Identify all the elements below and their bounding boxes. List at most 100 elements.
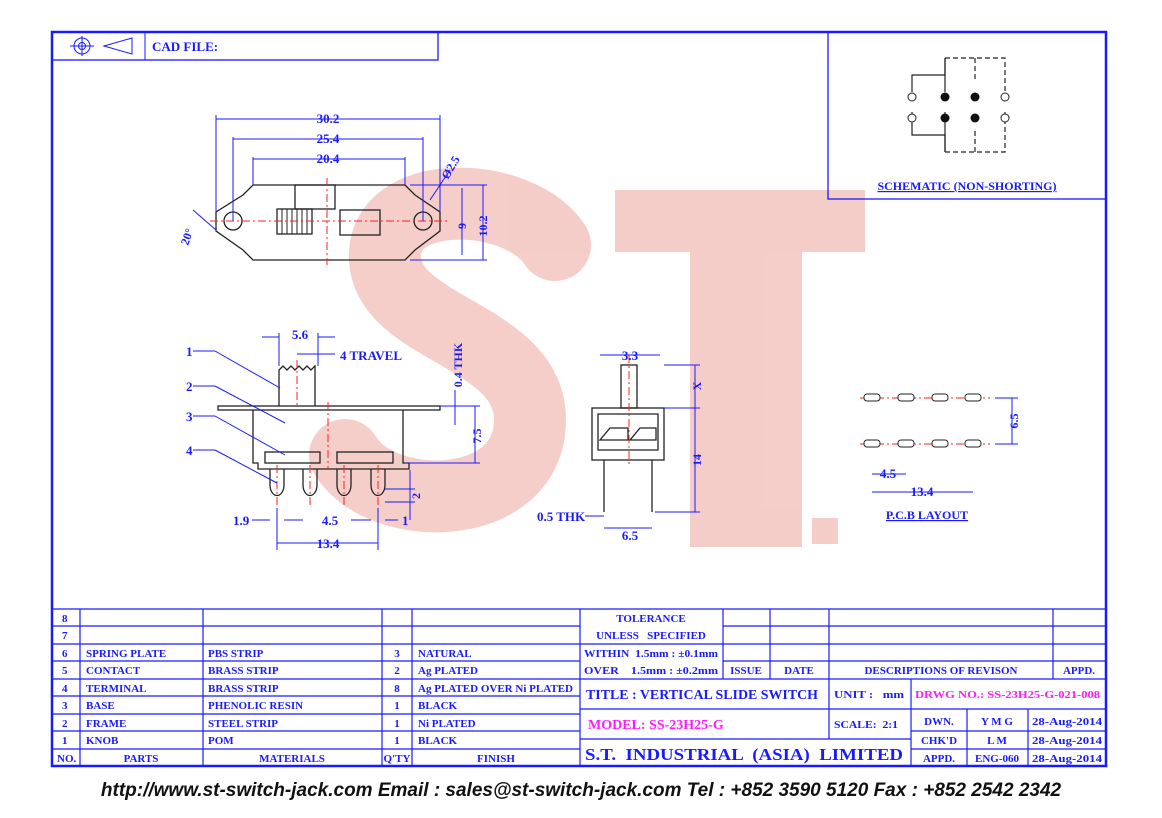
dim-thk: 0.4 THK (451, 342, 465, 387)
drawing-number: DRWG NO.: SS-23H25-G-021-008 (915, 689, 1101, 701)
callout-4: 4 (186, 443, 193, 458)
projection-symbol-icon (70, 36, 133, 56)
svg-text:PARTS: PARTS (124, 753, 159, 765)
sheet-border (50, 30, 1108, 768)
signoff-role: APPD. (923, 753, 955, 765)
top-view: 30.2 25.4 20.4 Ø2.5 9 10.2 20° (178, 111, 490, 265)
pcb-layout: 6.5 4.5 13.4 P.C.B LAYOUT (860, 393, 1021, 522)
svg-text:TERMINAL: TERMINAL (86, 683, 147, 695)
drawing-title: TITLE : VERTICAL SLIDE SWITCH (586, 688, 818, 703)
signoff-date: 28-Aug-2014 (1032, 735, 1103, 747)
dim-10-2: 10.2 (476, 216, 490, 237)
signoff-name: L M (987, 735, 1007, 747)
dim-20-4: 20.4 (317, 151, 340, 166)
watermark-logo (309, 167, 865, 547)
svg-text:Q'TY: Q'TY (384, 753, 411, 765)
rev-date-header: DATE (784, 665, 814, 677)
dim-0-5-thk: 0.5 THK (537, 509, 586, 524)
svg-text:PBS STRIP: PBS STRIP (208, 648, 264, 660)
svg-text:5: 5 (62, 665, 68, 677)
svg-text:3: 3 (62, 700, 68, 712)
svg-text:1: 1 (394, 718, 400, 730)
model-number: MODEL: SS-23H25-G (588, 718, 724, 733)
svg-text:1: 1 (62, 735, 68, 747)
dim-pcb-4-5: 4.5 (880, 466, 897, 481)
signoff-name: ENG-060 (975, 753, 1020, 765)
svg-text:NO.: NO. (57, 753, 77, 765)
svg-text:KNOB: KNOB (86, 735, 119, 747)
end-view: 3.3 X 14 0.5 THK 6.5 (537, 348, 704, 543)
svg-text:CONTACT: CONTACT (86, 665, 141, 677)
dim-13-4: 13.4 (317, 536, 340, 551)
callout-2: 2 (186, 379, 193, 394)
svg-text:STEEL STRIP: STEEL STRIP (208, 718, 278, 730)
signoff-role: CHK'D (921, 735, 957, 747)
table-header: NO. PARTS MATERIALS Q'TY FINISH (57, 753, 515, 765)
svg-text:Ag PLATED OVER Ni PLATED: Ag PLATED OVER Ni PLATED (418, 683, 573, 695)
signoff-date: 28-Aug-2014 (1032, 753, 1103, 765)
svg-text:2: 2 (62, 718, 68, 730)
rev-issue-header: ISSUE (730, 665, 762, 677)
dim-6-5: 6.5 (622, 528, 639, 543)
svg-text:Ag PLATED: Ag PLATED (418, 665, 478, 677)
dim-1-9: 1.9 (233, 513, 250, 528)
svg-text:NATURAL: NATURAL (418, 648, 472, 660)
company-name: S.T. INDUSTRIAL (ASIA) LIMITED (585, 745, 903, 764)
cad-file-box: CAD FILE: (51, 31, 439, 61)
dim-4-5: 4.5 (322, 513, 339, 528)
svg-text:FINISH: FINISH (477, 753, 515, 765)
dim-25-4: 25.4 (317, 131, 340, 146)
rev-desc-header: DESCRIPTIONS OF REVISON (864, 665, 1017, 677)
pcb-layout-caption: P.C.B LAYOUT (886, 508, 968, 522)
scale-label: SCALE: 2:1 (834, 719, 898, 731)
svg-text:POM: POM (208, 735, 234, 747)
signoff-role: DWN. (924, 716, 954, 728)
svg-text:1: 1 (394, 735, 400, 747)
rev-appd-header: APPD. (1063, 665, 1095, 677)
signoff-date: 28-Aug-2014 (1032, 716, 1103, 728)
row-no: 8 (62, 613, 68, 625)
dim-30-2: 30.2 (317, 111, 340, 126)
svg-text:3: 3 (394, 648, 400, 660)
dim-7-5: 7.5 (470, 429, 484, 444)
callout-1: 1 (186, 344, 193, 359)
tolerance-subtitle: UNLESS SPECIFIED (596, 630, 706, 642)
tolerance-over: OVER 1.5mm : ±0.2mm (584, 665, 718, 677)
tolerance-within: WITHIN 1.5mm : ±0.1mm (584, 648, 718, 660)
svg-text:6: 6 (62, 648, 68, 660)
dim-2: 2 (409, 493, 423, 499)
signoff-name: Y M G (981, 716, 1013, 728)
dim-1: 1 (402, 513, 409, 528)
dim-3-3: 3.3 (622, 348, 639, 363)
dim-angle: 20° (178, 226, 197, 247)
table-row: 6 SPRING PLATE PBS STRIP 3 NATURAL (62, 648, 472, 660)
svg-text:SPRING PLATE: SPRING PLATE (86, 648, 166, 660)
dim-x: X (690, 381, 704, 390)
title-block: TOLERANCE UNLESS SPECIFIED WITHIN 1.5mm … (580, 609, 1106, 766)
dim-pcb-13-4: 13.4 (911, 484, 934, 499)
dim-5-6: 5.6 (292, 327, 309, 342)
cad-file-label: CAD FILE: (152, 39, 218, 54)
svg-text:PHENOLIC RESIN: PHENOLIC RESIN (208, 700, 303, 712)
tolerance-title: TOLERANCE (616, 613, 685, 625)
dim-14: 14 (690, 454, 704, 466)
table-row: 2 FRAME STEEL STRIP 1 Ni PLATED (62, 718, 476, 730)
svg-text:Ni PLATED: Ni PLATED (418, 718, 476, 730)
svg-text:1: 1 (394, 700, 400, 712)
svg-text:4: 4 (62, 683, 68, 695)
unit-label: UNIT : mm (834, 689, 904, 701)
svg-text:BLACK: BLACK (418, 700, 458, 712)
contact-footer: http://www.st-switch-jack.com Email : sa… (100, 780, 1062, 801)
dim-9: 9 (455, 223, 469, 229)
svg-text:MATERIALS: MATERIALS (259, 753, 325, 765)
callout-3: 3 (186, 409, 193, 424)
svg-text:FRAME: FRAME (86, 718, 126, 730)
svg-text:8: 8 (394, 683, 400, 695)
row-no: 7 (62, 630, 68, 642)
side-view: 5.6 4 TRAVEL 0.4 THK 7.5 2 1.9 4.5 1 13.… (186, 327, 484, 551)
dim-pcb-6-5: 6.5 (1007, 414, 1021, 429)
